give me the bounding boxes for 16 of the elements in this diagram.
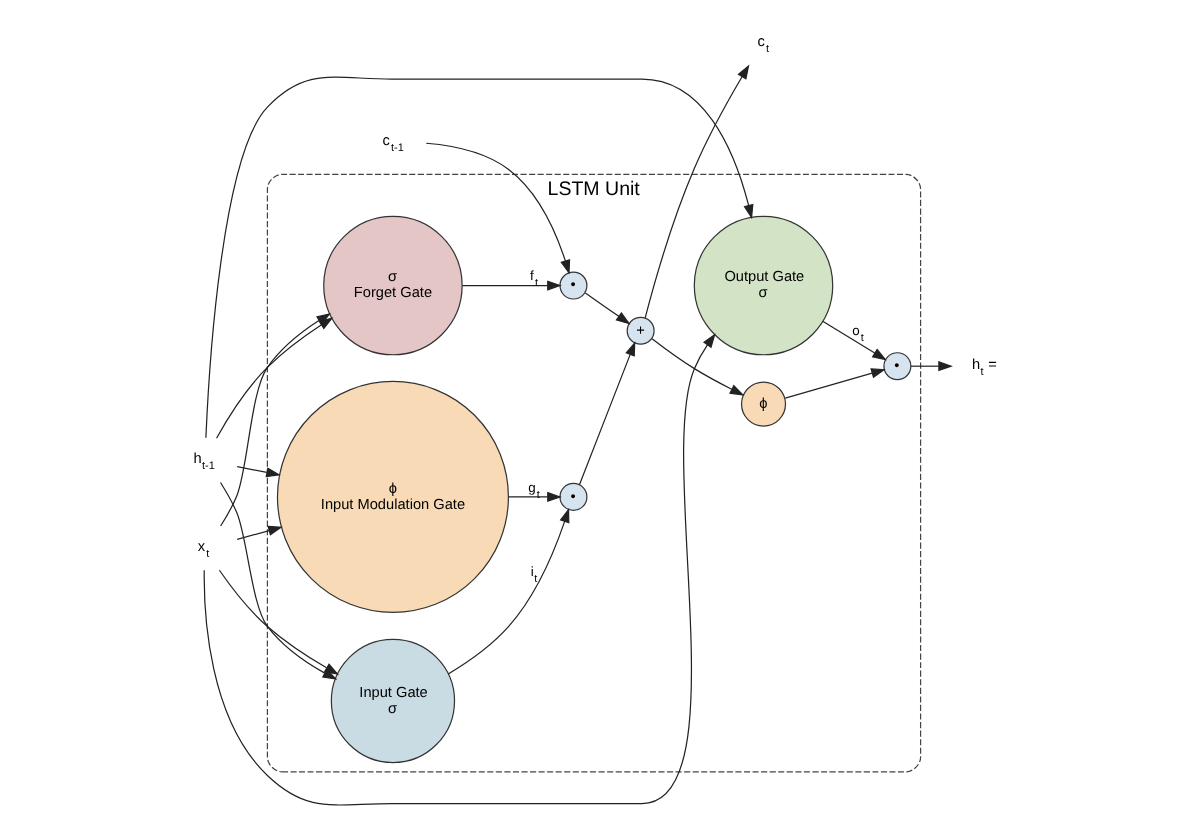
arrow xyxy=(235,465,280,478)
arrow xyxy=(650,338,744,396)
arrow xyxy=(909,361,952,372)
arrow xyxy=(446,507,569,675)
arrow xyxy=(507,491,561,503)
arrow xyxy=(235,525,282,540)
arrow xyxy=(424,142,570,275)
arrow xyxy=(204,76,753,439)
arrow xyxy=(783,368,885,399)
arrow xyxy=(460,280,561,291)
arrow xyxy=(821,320,886,361)
arrow xyxy=(583,292,630,325)
arrow xyxy=(214,317,333,439)
arrow xyxy=(577,341,635,486)
arrow xyxy=(643,64,749,319)
arrow xyxy=(202,333,715,806)
